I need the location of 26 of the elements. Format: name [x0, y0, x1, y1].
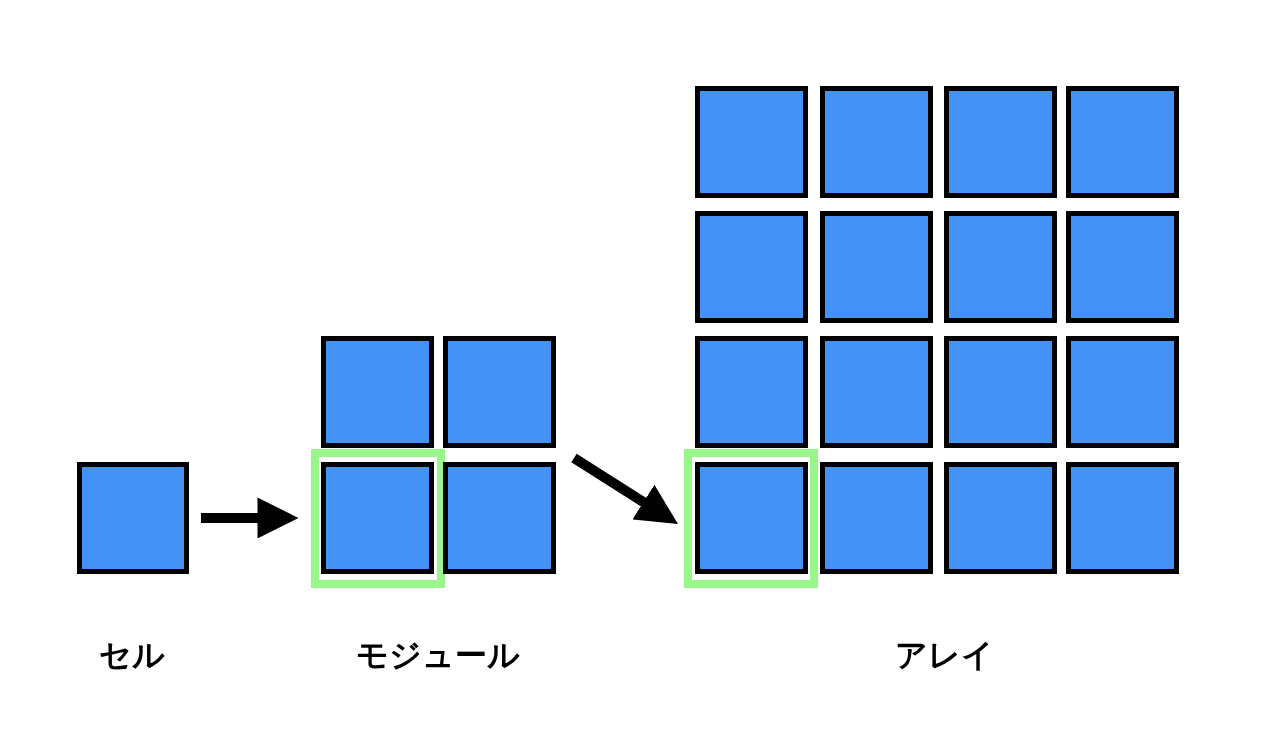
highlight-frame	[311, 449, 445, 588]
square-block	[820, 462, 933, 574]
square-block	[1066, 211, 1179, 323]
square-block	[695, 86, 808, 198]
square-block	[1066, 462, 1179, 574]
square-block	[944, 86, 1057, 198]
caption-label: セル	[99, 639, 165, 671]
caption-label: アレイ	[894, 639, 994, 671]
square-block	[820, 211, 933, 323]
square-block	[443, 462, 556, 574]
caption-label: モジュール	[356, 639, 520, 671]
square-block	[944, 462, 1057, 574]
square-block	[443, 336, 556, 448]
highlight-frame	[684, 449, 818, 588]
square-block	[321, 462, 434, 574]
square-block	[695, 211, 808, 323]
square-block	[695, 336, 808, 448]
square-block	[820, 336, 933, 448]
square-block	[944, 211, 1057, 323]
square-block	[820, 86, 933, 198]
square-block	[1066, 336, 1179, 448]
square-block	[944, 336, 1057, 448]
square-block	[1066, 86, 1179, 198]
square-block	[695, 462, 808, 574]
arrow	[201, 497, 299, 539]
square-block	[321, 336, 434, 448]
